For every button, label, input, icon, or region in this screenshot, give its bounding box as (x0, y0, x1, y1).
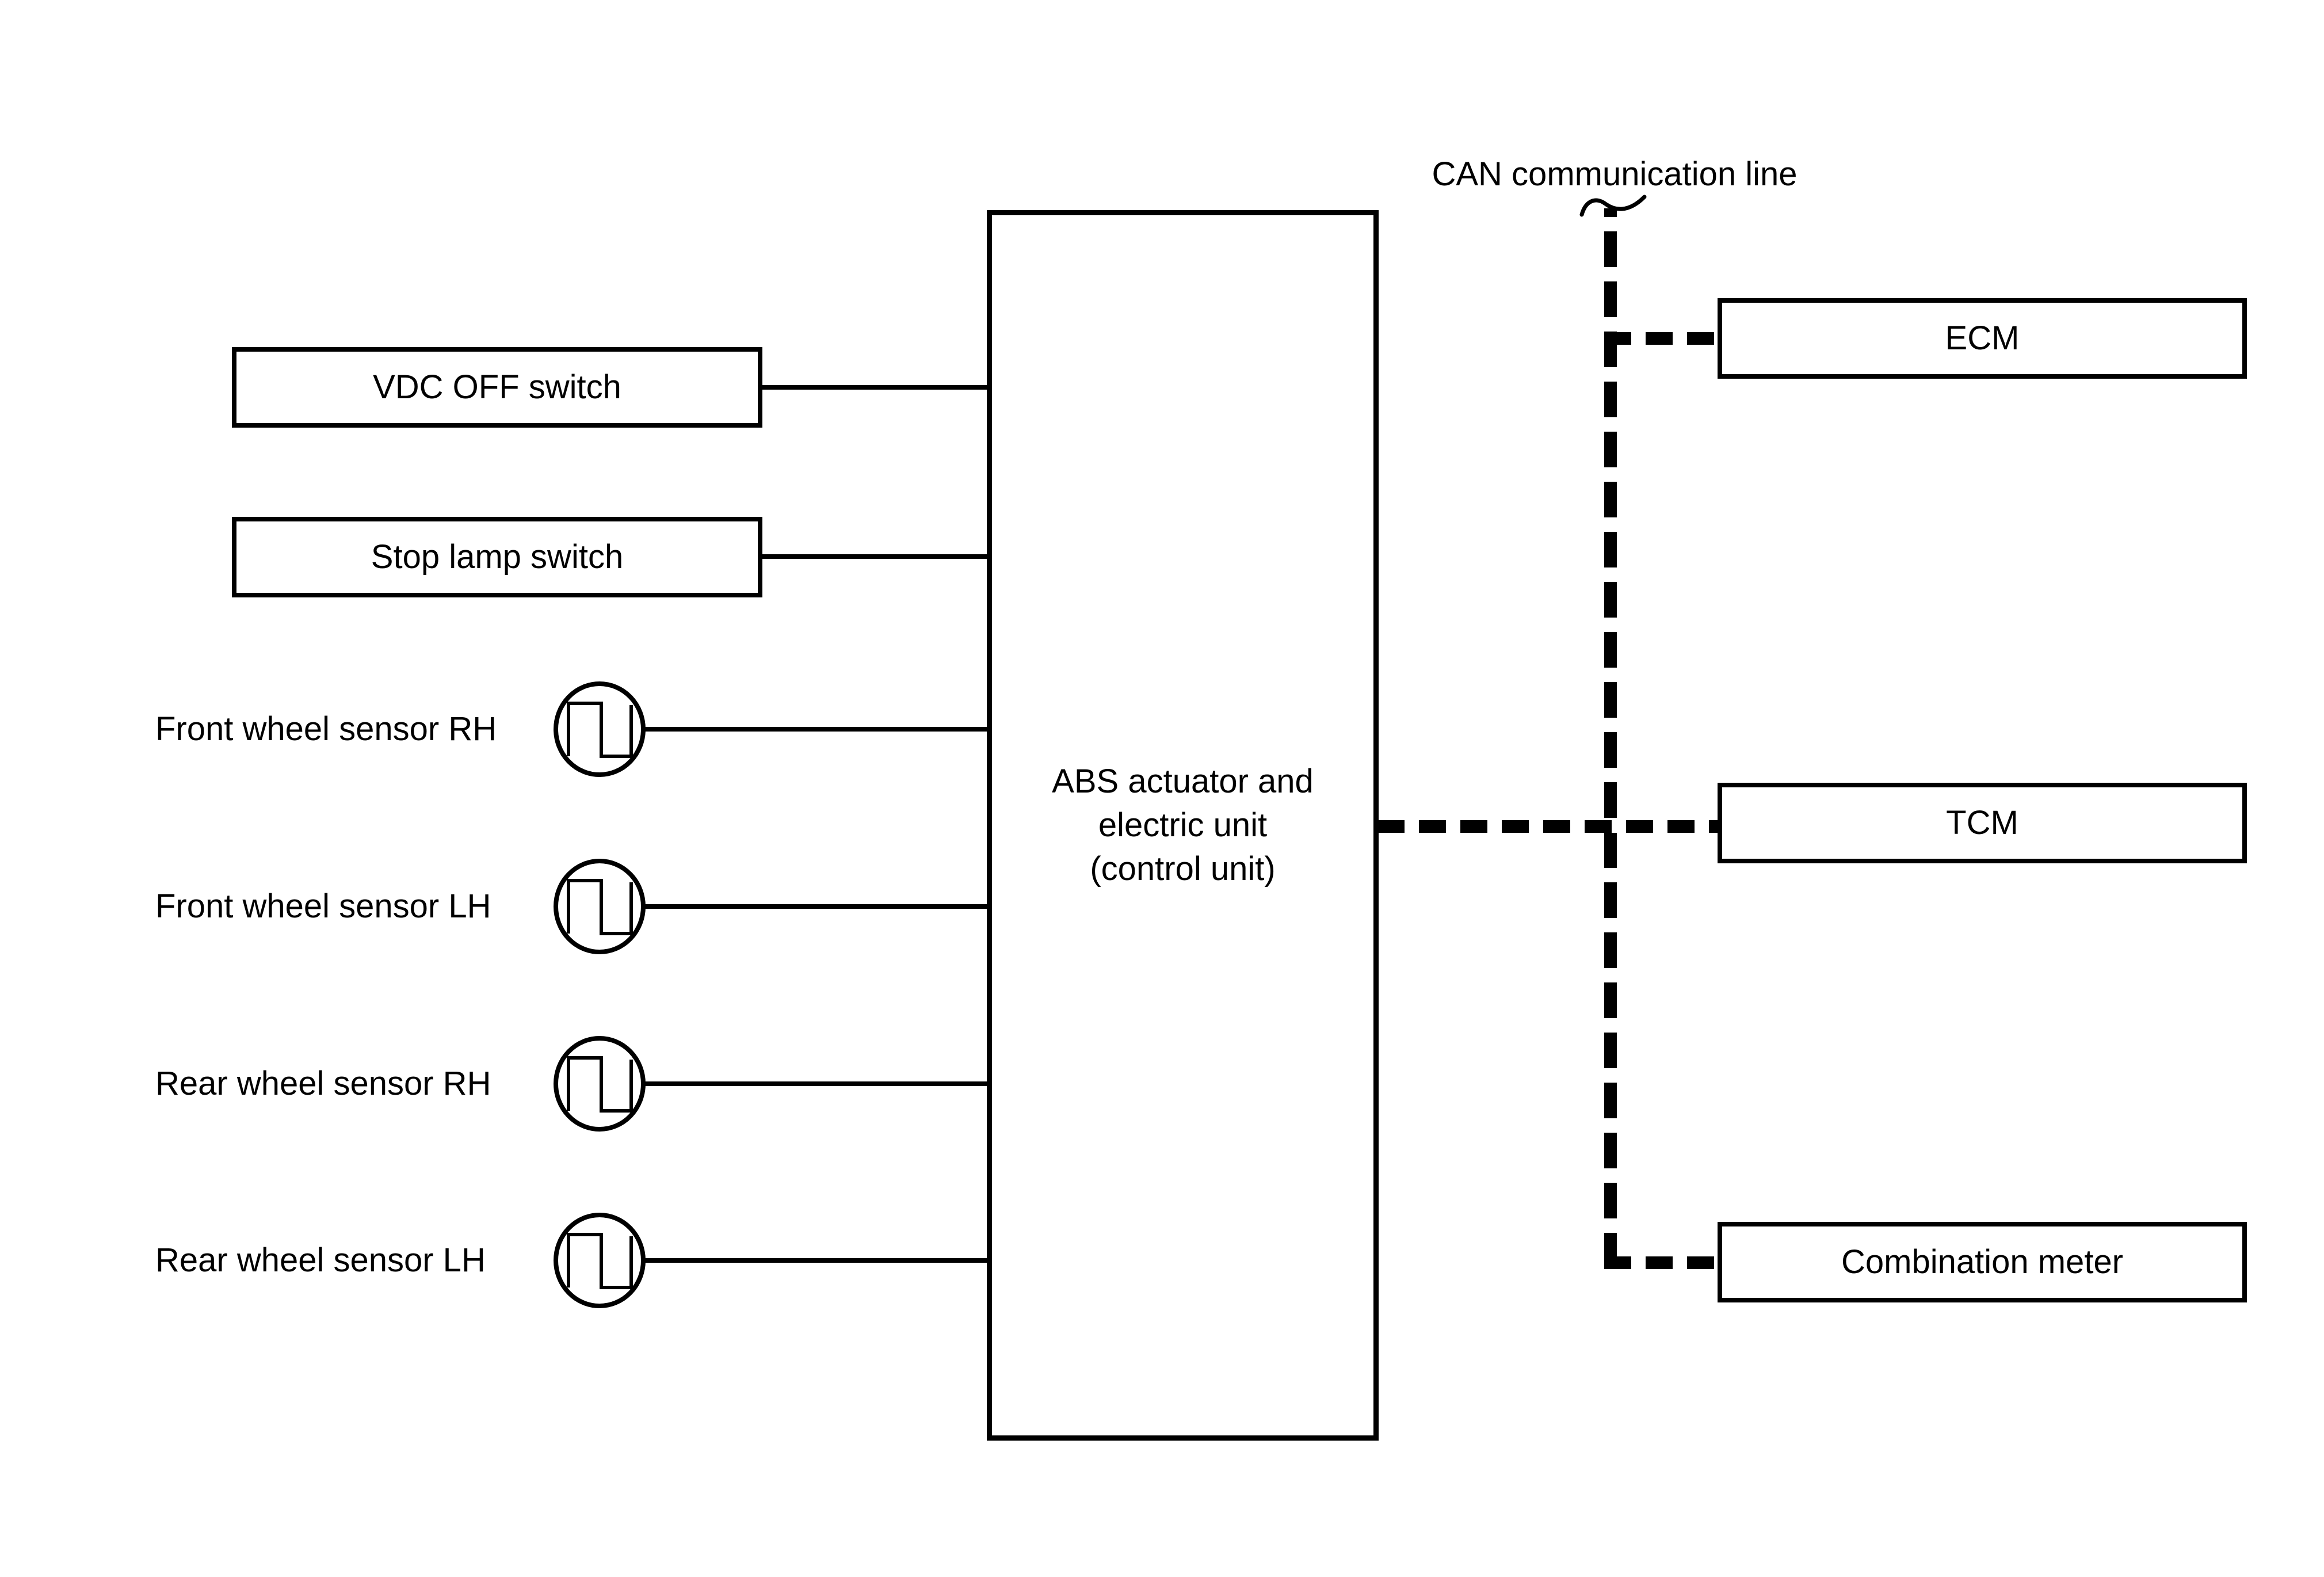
abs-actuator-control-unit-box: ABS actuator and electric unit (control … (987, 210, 1379, 1441)
tcm-label: TCM (1946, 804, 2018, 842)
rear-wheel-sensor-rh-label: Rear wheel sensor RH (155, 1065, 491, 1102)
tcm-box: TCM (1718, 783, 2247, 863)
rear-wheel-sensor-lh-connector-line (643, 1258, 988, 1263)
abs-box-label-line3: (control unit) (1090, 850, 1276, 887)
combination-meter-box: Combination meter (1718, 1222, 2247, 1302)
abs-box-label-line1: ABS actuator and (1052, 763, 1314, 800)
front-wheel-sensor-lh-connector-line (643, 904, 988, 909)
front-wheel-sensor-rh-label: Front wheel sensor RH (155, 710, 497, 748)
can-bus-main-line (1377, 820, 1718, 833)
ecm-label: ECM (1945, 319, 2020, 357)
front-wheel-sensor-rh-connector-line (643, 727, 988, 732)
stop-lamp-switch-connector-line (760, 554, 988, 559)
ecm-box: ECM (1718, 298, 2247, 379)
pulse-sensor-icon (554, 859, 646, 954)
pulse-sensor-icon (554, 1213, 646, 1308)
pulse-sensor-icon (554, 1036, 646, 1132)
front-wheel-sensor-lh-label: Front wheel sensor LH (155, 887, 491, 925)
vdc-off-switch-box: VDC OFF switch (232, 347, 762, 428)
vdc-off-switch-connector-line (760, 385, 988, 390)
combination-meter-label: Combination meter (1841, 1243, 2123, 1281)
line-break-squiggle-icon (1579, 195, 1647, 217)
rear-wheel-sensor-lh-label: Rear wheel sensor LH (155, 1241, 486, 1279)
can-bus-vertical-line (1604, 208, 1617, 1269)
rear-wheel-sensor-rh-connector-line (643, 1081, 988, 1086)
abs-box-label-line2: electric unit (1098, 806, 1268, 844)
pulse-sensor-icon (554, 681, 646, 777)
can-bus-combination-meter-stub-line (1604, 1256, 1718, 1269)
stop-lamp-switch-label: Stop lamp switch (371, 538, 624, 576)
can-communication-line-label: CAN communication line (1432, 155, 1798, 193)
stop-lamp-switch-box: Stop lamp switch (232, 517, 762, 597)
vdc-off-switch-label: VDC OFF switch (373, 368, 621, 406)
can-bus-ecm-stub-line (1604, 332, 1718, 345)
